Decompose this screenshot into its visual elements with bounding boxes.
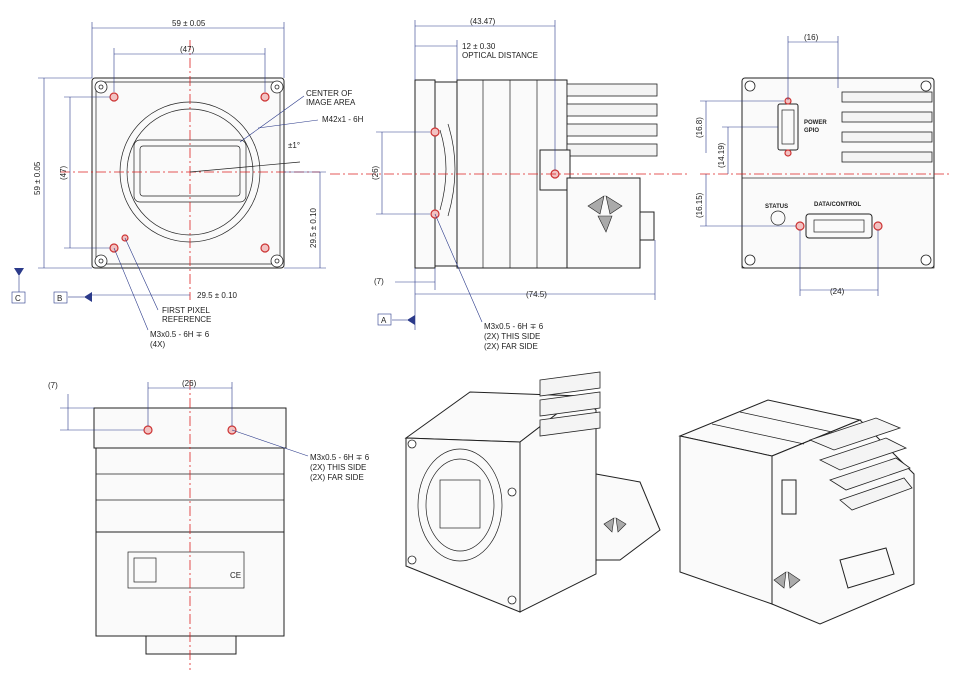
- front-hole-callout: M3x0.5 - 6H ∓ 6: [150, 330, 210, 339]
- back-body: [741, 77, 935, 269]
- top-view: CE (26) (7) M3x0.5 - 6H ∓ 6 (2X) THIS SI…: [48, 379, 370, 670]
- mount-hole: [260, 243, 270, 253]
- dim-16-8: (16.8): [695, 117, 704, 138]
- rear-connector: [145, 635, 237, 655]
- power-label: POWER: [804, 120, 827, 126]
- optical-distance-value: 12 ± 0.30: [462, 42, 496, 51]
- datum-b: B: [57, 294, 62, 303]
- status-label: STATUS: [765, 204, 788, 210]
- gpio-label: GPIO: [804, 128, 819, 134]
- top-hole-far-side: (2X) FAR SIDE: [310, 473, 364, 482]
- mount-label: M42x1 - 6H: [322, 115, 364, 124]
- side-view: (43.47) 12 ± 0.30 OPTICAL DISTANCE (26) …: [330, 17, 690, 351]
- side-flange-dim: (7): [374, 277, 384, 286]
- side-hole-callout: M3x0.5 - 6H ∓ 6: [484, 322, 544, 331]
- mount-hole: [260, 92, 270, 102]
- hole-spacing-side: (47): [59, 165, 68, 180]
- top-hole-this-side: (2X) THIS SIDE: [310, 463, 366, 472]
- back-view: POWER GPIO STATUS DATA/CONTROL (16) (16.…: [695, 33, 950, 296]
- front-view: 59 ± 0.05 (47) 59 ± 0.05 (47) 29.5 ± 0.1…: [11, 19, 364, 349]
- width-dim: 59 ± 0.05: [172, 19, 206, 28]
- top-hole-callout: M3x0.5 - 6H ∓ 6: [310, 453, 370, 462]
- offset-horizontal: 29.5 ± 0.10: [197, 291, 238, 300]
- data-control-label: DATA/CONTROL: [814, 202, 861, 208]
- offset-vertical: 29.5 ± 0.10: [309, 207, 318, 248]
- back-top-dim: (16): [804, 33, 819, 42]
- datum-c: C: [15, 294, 21, 303]
- dim-16-15: (16.15): [695, 192, 704, 218]
- power-gpio-connector: [777, 103, 799, 151]
- side-overall-top: (43.47): [470, 17, 496, 26]
- data-control-connector: [805, 213, 873, 239]
- brand-logo: [587, 195, 623, 233]
- mount-hole: [109, 92, 119, 102]
- status-led: [770, 210, 786, 226]
- isometric-rear: [678, 399, 915, 625]
- angle-label: ±1°: [288, 141, 300, 150]
- side-hole-this-side: (2X) THIS SIDE: [484, 332, 540, 341]
- center-image-label-2: IMAGE AREA: [306, 98, 356, 107]
- qr-label: [133, 557, 157, 583]
- dim-14-19: (14.19): [717, 142, 726, 168]
- hole-spacing-top: (47): [180, 45, 195, 54]
- back-bottom-dim: (24): [830, 287, 845, 296]
- front-body: [91, 77, 285, 269]
- isometric-front: [404, 371, 661, 613]
- optical-distance-label: OPTICAL DISTANCE: [462, 51, 538, 60]
- top-hole-spacing: (26): [182, 379, 197, 388]
- top-dim-7: (7): [48, 381, 58, 390]
- front-hole-count: (4X): [150, 340, 165, 349]
- height-dim: 59 ± 0.05: [33, 161, 42, 195]
- side-hole: [430, 127, 440, 137]
- first-pixel-label-2: REFERENCE: [162, 315, 211, 324]
- side-hole-spacing: (26): [371, 165, 380, 180]
- first-pixel-label: FIRST PIXEL: [162, 306, 210, 315]
- datum-a: A: [381, 316, 387, 325]
- side-hole-far-side: (2X) FAR SIDE: [484, 342, 538, 351]
- ce-mark: CE: [230, 571, 241, 580]
- side-overall-length: (74.5): [526, 290, 547, 299]
- top-hole: [143, 425, 153, 435]
- center-image-label: CENTER OF: [306, 89, 352, 98]
